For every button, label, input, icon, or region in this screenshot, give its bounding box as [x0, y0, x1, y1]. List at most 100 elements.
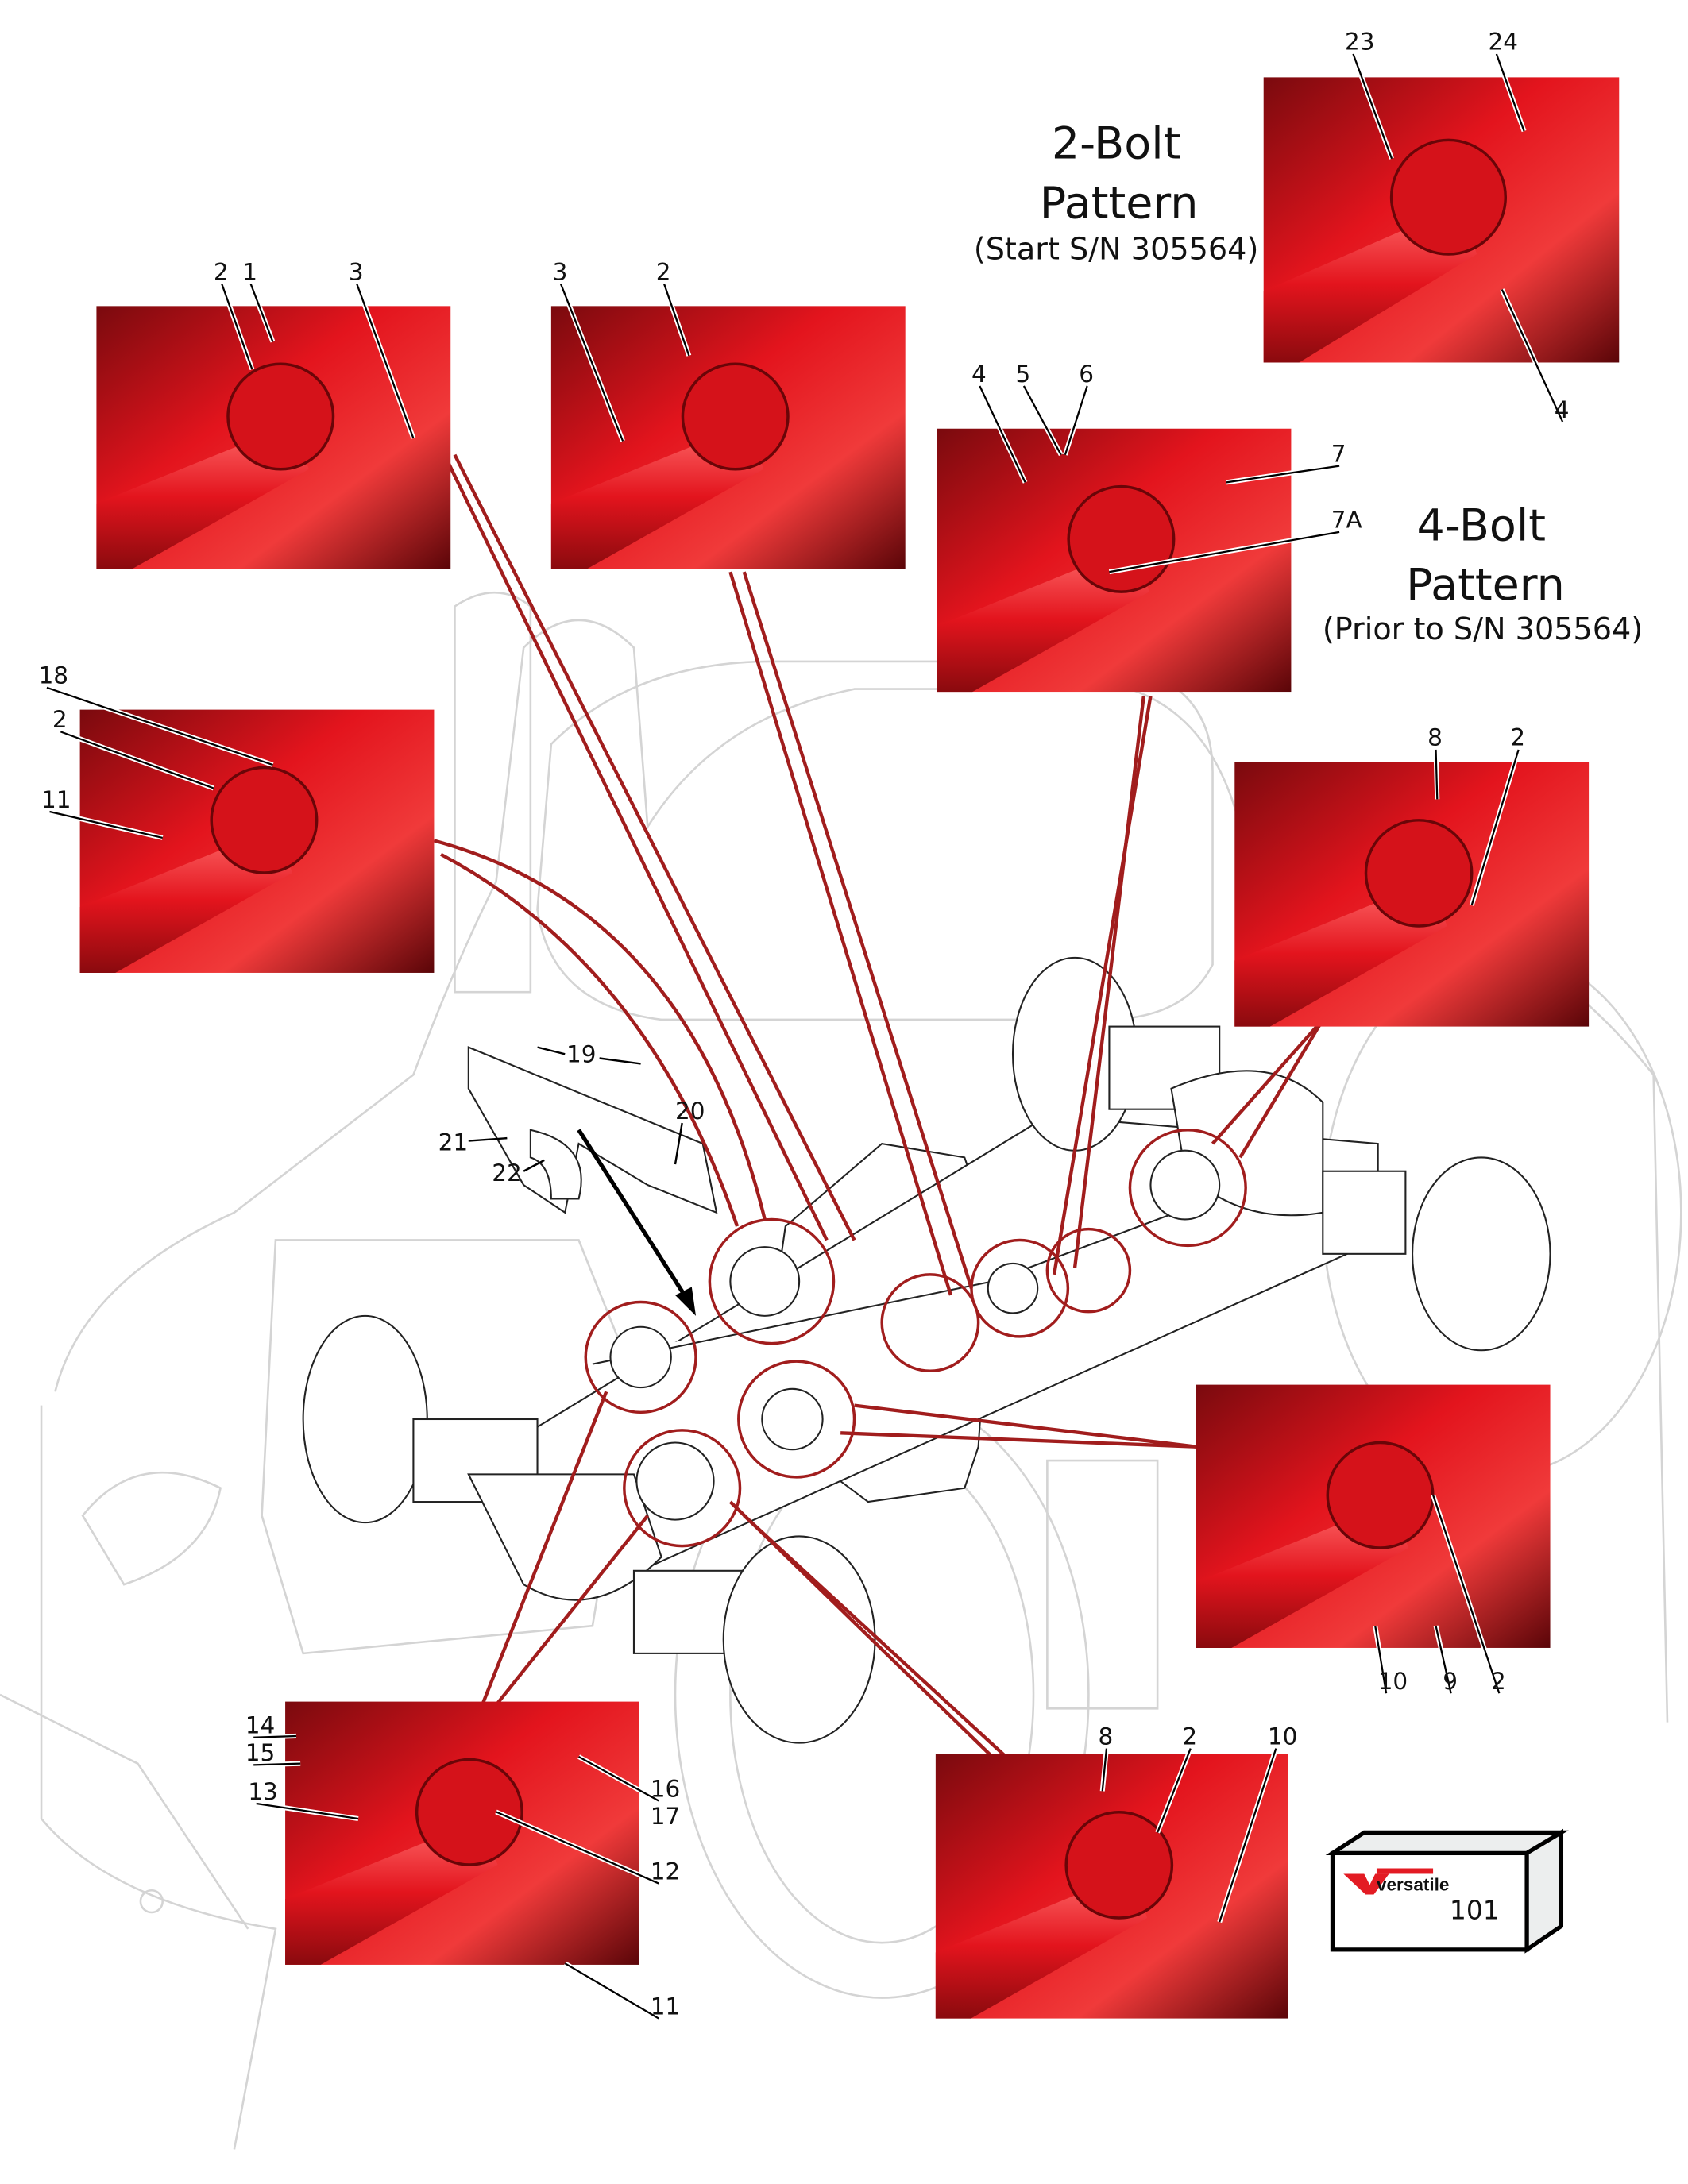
callout-leader [253, 1734, 296, 1738]
right-rear-hub [1412, 1156, 1551, 1352]
callout-leader [356, 284, 415, 439]
title-line: 4-Bolt [1417, 500, 1547, 551]
callout-leader [1219, 1748, 1277, 1923]
brand-page-box: versatile 101 [1325, 1828, 1569, 1954]
callout-leader [1101, 1748, 1108, 1792]
callout-leader [496, 1811, 659, 1885]
callout-label: 3 [553, 258, 568, 285]
callout-label: 2 [214, 258, 229, 285]
callout-label: 3 [349, 258, 364, 285]
callout-label: 11 [41, 786, 71, 813]
callout-label: 9 [1443, 1668, 1458, 1695]
callout-label: 23 [1345, 29, 1375, 56]
callout-label: 24 [1488, 29, 1518, 56]
detail-circle [970, 1238, 1070, 1338]
callout-leader [1435, 749, 1439, 800]
callout-22: 22 [492, 1160, 522, 1187]
arrow-line [577, 1129, 691, 1303]
callout-leader [249, 284, 274, 342]
callout-leader [253, 1762, 301, 1766]
callout-label: 6 [1079, 361, 1094, 388]
callout-label: 7 [1331, 440, 1346, 467]
detail-circle [1128, 1128, 1247, 1248]
callout-label: 12 [651, 1858, 681, 1885]
callout-19: 19 [566, 1041, 597, 1068]
callout-label: 5 [1015, 361, 1030, 388]
photo-inset-p5: 18 2 11 [39, 662, 435, 973]
title-line: 2-Bolt [1052, 118, 1181, 170]
callout-leader [1501, 289, 1564, 423]
photo-inset-p3: 23 24 4 [1263, 29, 1620, 423]
callout-label: 11 [651, 1993, 681, 2020]
callout-leader [46, 686, 273, 766]
callout-label: 15 [245, 1739, 276, 1766]
callout-leader [60, 731, 214, 789]
u-joint-yoke-image [1326, 1441, 1435, 1549]
callout-label: 2 [1491, 1668, 1506, 1695]
callout-leader [256, 1802, 359, 1820]
diagram-callouts: 19 20 21 22 [438, 1041, 705, 1187]
callout-label: 4 [971, 361, 987, 388]
title-serial: (Prior to S/N 305564) [1323, 612, 1643, 646]
callout-label: 2 [656, 258, 671, 285]
callout-leader [1109, 531, 1340, 573]
detail-circle [584, 1300, 697, 1414]
callout-label: 1 [242, 258, 257, 285]
detail-circle [737, 1360, 856, 1479]
u-joint-yoke-image [1067, 484, 1176, 593]
callout-label: 4 [1555, 396, 1570, 423]
callout-label: 7A [1331, 507, 1362, 534]
guard-plate-20 [467, 1046, 718, 1214]
callout-label: 14 [245, 1712, 276, 1739]
detail-circle [623, 1429, 742, 1548]
callout-leader [564, 1962, 659, 2020]
u-joint-yoke-image [1389, 138, 1507, 256]
u-joint-yoke-image [1064, 1811, 1174, 1920]
title-serial: (Start S/N 305564) [974, 231, 1259, 266]
page-number: 101 [1450, 1895, 1500, 1926]
u-joint-yoke-image [226, 362, 335, 471]
four-bolt-title: 4-Bolt Pattern (Prior to S/N 305564) [1323, 500, 1643, 646]
callout-leader [1495, 53, 1525, 132]
callout-leader [1374, 1626, 1388, 1694]
callout-leader [559, 284, 624, 442]
photo-inset-p4: 4 5 6 7 7A [937, 361, 1362, 693]
callout-20: 20 [675, 1098, 705, 1125]
callout-leader [979, 385, 1026, 483]
callout-leader [1022, 385, 1062, 456]
u-joint-yoke-image [1364, 819, 1474, 928]
callout-label: 8 [1099, 1723, 1114, 1750]
left-front-hub [302, 1314, 428, 1524]
callout-label: 13 [248, 1778, 278, 1805]
callout-leader [663, 284, 690, 357]
callout-21: 21 [438, 1129, 469, 1156]
versatile-logo: versatile [1343, 1868, 1449, 1895]
callout-label: 8 [1427, 724, 1443, 751]
callout-label: 2 [52, 706, 68, 733]
callout-label: 18 [39, 662, 68, 689]
left-rear-hub [722, 1535, 876, 1744]
callout-leader [1064, 385, 1088, 456]
callout-leader [1470, 749, 1520, 906]
u-joint-yoke-image [210, 766, 319, 874]
guard-22 [529, 1129, 582, 1200]
detail-circle [880, 1273, 980, 1373]
detail-circle [1045, 1227, 1132, 1314]
callout-leader [49, 810, 163, 839]
title-line: Pattern [1406, 559, 1565, 611]
callout-leader [1432, 1495, 1501, 1694]
title-line: Pattern [1040, 177, 1199, 229]
callout-leader [1226, 465, 1340, 484]
callout-leader [1352, 53, 1393, 160]
arrow-head-icon [675, 1287, 697, 1316]
callout-leader [1157, 1748, 1192, 1833]
callout-label: 2 [1182, 1723, 1197, 1750]
callout-label: 2 [1510, 724, 1525, 751]
callout-label: 10 [1268, 1723, 1298, 1750]
